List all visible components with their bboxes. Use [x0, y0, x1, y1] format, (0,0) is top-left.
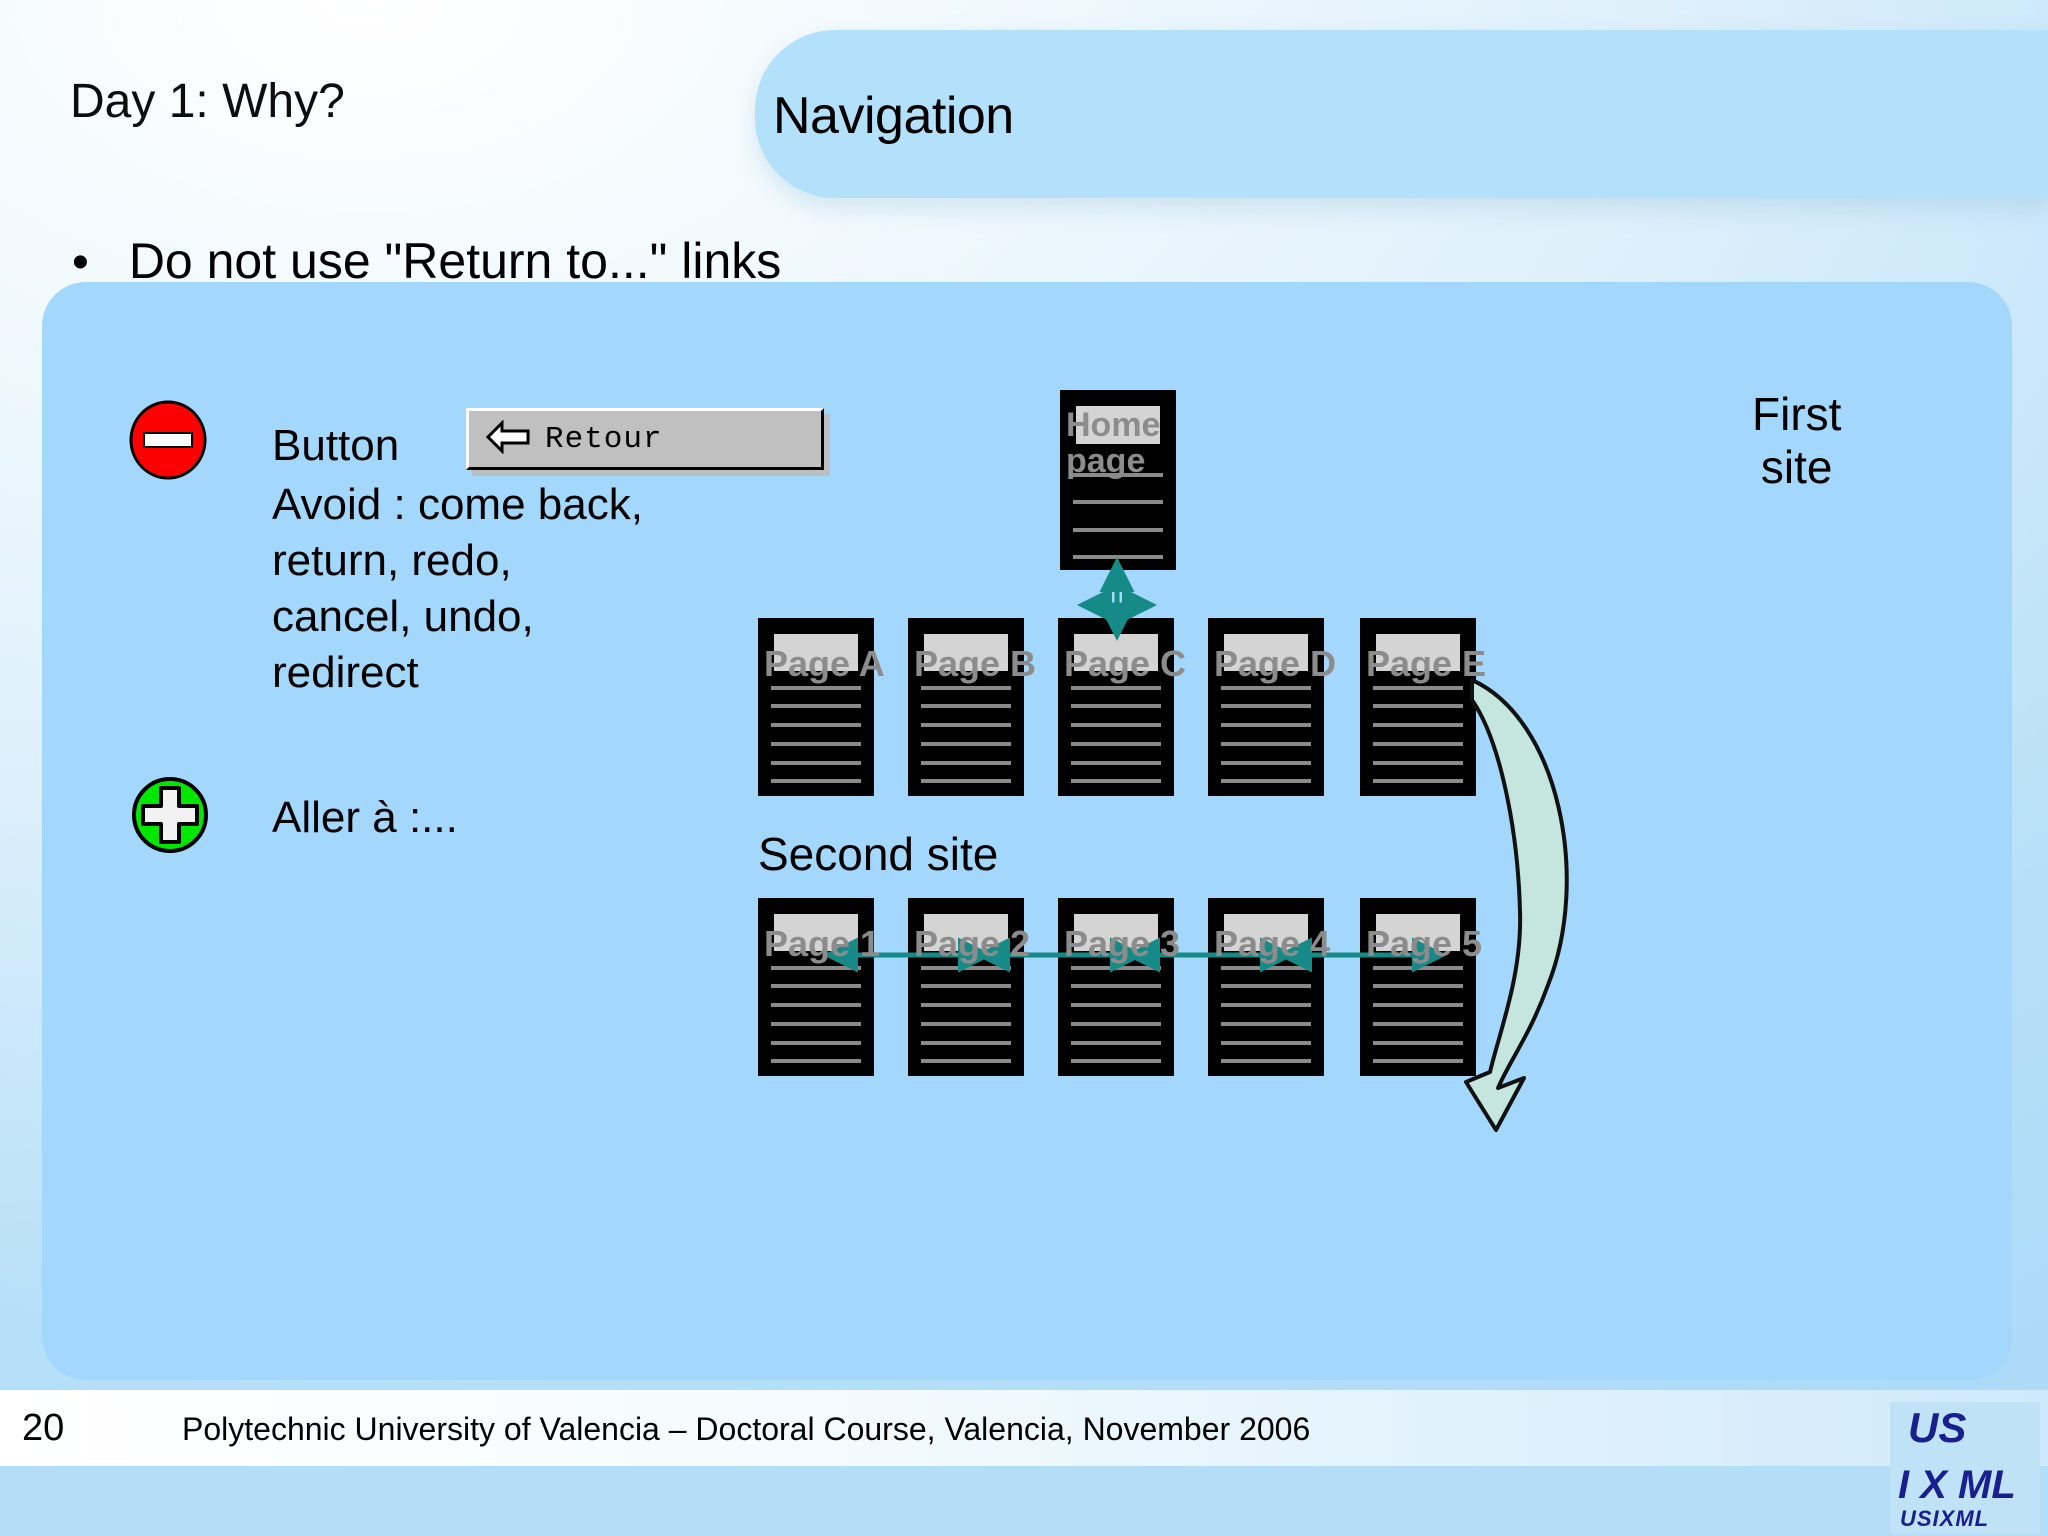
page-lines — [1072, 472, 1164, 560]
page-icon-label: Page 5 — [1366, 922, 1483, 964]
page-lines — [1070, 685, 1162, 784]
no-entry-icon — [128, 400, 208, 480]
footer-band — [0, 1390, 2048, 1466]
usixml-logo-top: US — [1908, 1404, 1966, 1451]
bullet-item: • Do not use "Return to..." links — [72, 232, 781, 290]
usixml-logo-wordmark: USIXML — [1900, 1506, 1989, 1531]
page-lines — [1070, 965, 1162, 1064]
bullet-text: Do not use "Return to..." links — [128, 233, 782, 289]
page-icon-label: Page 3 — [1064, 922, 1181, 964]
button-label: Button — [272, 421, 400, 470]
page-icon-label: Page B — [914, 642, 1037, 684]
page-header-block — [1224, 634, 1308, 672]
second-site-label: Second site — [758, 828, 999, 880]
deck-title: Day 1: Why? — [70, 75, 345, 128]
retour-button[interactable]: Retour — [466, 408, 824, 470]
page-icon-label: Page A — [764, 642, 885, 684]
page-header-block — [924, 634, 1008, 672]
avoid-word-list: Avoid : come back, return, redo, cancel,… — [272, 480, 643, 697]
page-icon-home[interactable]: Home page — [1060, 390, 1176, 570]
bottom-strip — [0, 1466, 2048, 1536]
footer-text: Polytechnic University of Valencia – Doc… — [182, 1411, 1311, 1447]
page-lines — [770, 685, 862, 784]
usixml-logo: US I X ML USIXML — [1890, 1402, 2040, 1534]
page-icon-2[interactable]: Page 2 — [908, 898, 1030, 1076]
page-header-block — [1076, 406, 1160, 444]
page-number: 20 — [22, 1407, 65, 1449]
page-lines — [1372, 965, 1464, 1064]
usixml-logo-bottom: I X ML — [1898, 1463, 2016, 1507]
section-title-text: Navigation — [773, 87, 1014, 145]
page-icon-a[interactable]: Page A — [758, 618, 885, 796]
page-icon-label: Page D — [1214, 642, 1337, 684]
section-title-banner: Navigation — [755, 30, 2048, 198]
page-lines — [1372, 685, 1464, 784]
page-lines — [1220, 685, 1312, 784]
page-icon-c[interactable]: Page C — [1058, 618, 1186, 796]
content-panel-lower — [42, 900, 2012, 1380]
page-lines — [920, 965, 1012, 1064]
page-icon-1[interactable]: Page 1 — [758, 898, 880, 1076]
page-icon-label: Home page — [1066, 406, 1161, 480]
page-icon-label: Page E — [1366, 642, 1487, 684]
page-lines — [770, 965, 862, 1064]
page-icon-4[interactable]: Page 4 — [1208, 898, 1330, 1076]
page-header-block — [774, 634, 858, 672]
bullet-marker: • — [72, 236, 89, 289]
page-icon-label: Page 4 — [1214, 922, 1331, 964]
page-icon-b[interactable]: Page B — [908, 618, 1036, 796]
first-site-label: First site — [1752, 388, 1842, 493]
back-arrow-icon — [485, 418, 531, 459]
page-icon-label: Page 2 — [914, 922, 1031, 964]
page-lines — [1220, 965, 1312, 1064]
page-icon-label: Page C — [1064, 642, 1187, 684]
green-plus-icon — [130, 775, 210, 855]
retour-button-label: Retour — [545, 421, 663, 457]
prefer-label: Aller à :... — [272, 793, 458, 842]
page-icon-d[interactable]: Page D — [1208, 618, 1336, 796]
page-lines — [920, 685, 1012, 784]
page-icon-5[interactable]: Page 5 — [1360, 898, 1482, 1076]
page-header-block — [1376, 634, 1460, 672]
page-icon-3[interactable]: Page 3 — [1058, 898, 1180, 1076]
page-icon-label: Page 1 — [764, 922, 881, 964]
page-icon-e[interactable]: Page E — [1360, 618, 1486, 796]
